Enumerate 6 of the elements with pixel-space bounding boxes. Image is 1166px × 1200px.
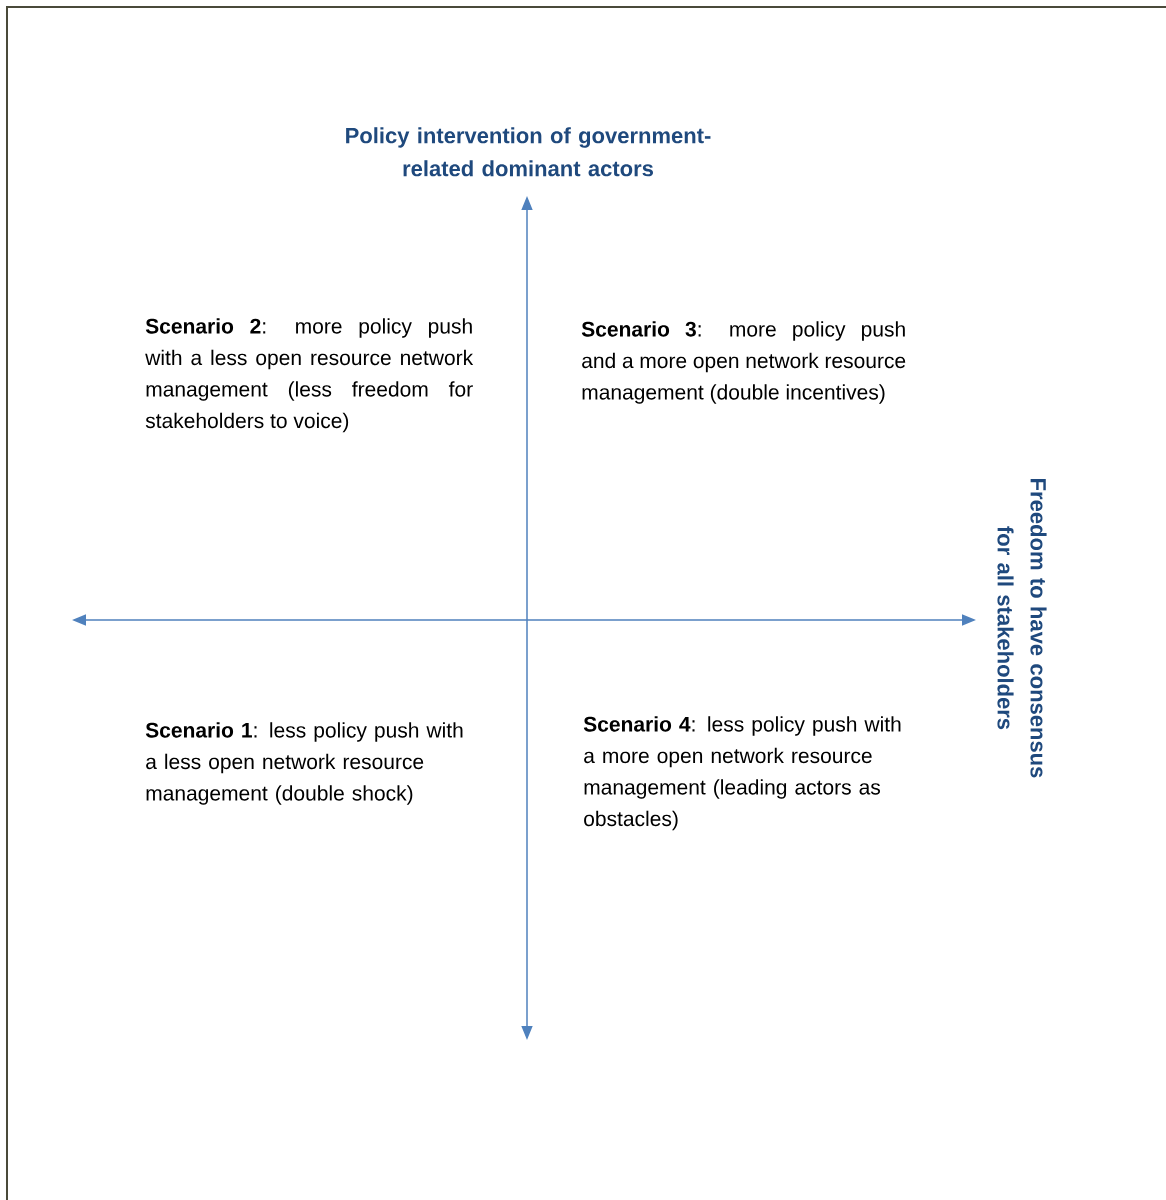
axis-title: Freedom to have consensus for all stakeholders bbox=[997, 479, 1047, 778]
scenario-text: Scenario 1: less policy push with a less open network resource management (double shock) bbox=[145, 722, 463, 805]
axis-title: Policy intervention of government-related dominant actors bbox=[346, 127, 711, 177]
scenario-text: Scenario 2: more policy push with a less open resource network management (less freedom for stakeholders to voice) bbox=[145, 318, 474, 433]
scenario-text: Scenario 3: more policy push and a more open network resource management (double incentives) bbox=[581, 321, 906, 404]
scenario-text: Scenario 4: less policy push with a more open network resource management (leading actors as obstacles) bbox=[583, 716, 901, 831]
